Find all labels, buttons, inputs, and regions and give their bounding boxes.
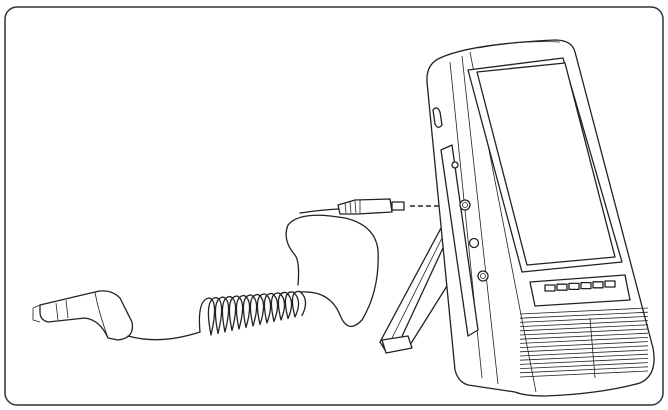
grille-line <box>519 332 649 340</box>
port-2 <box>468 237 480 249</box>
control-button <box>556 283 568 291</box>
coiled-cable <box>198 290 307 336</box>
control-button <box>592 281 604 289</box>
control-button <box>604 280 616 288</box>
device-stand <box>379 214 463 354</box>
grille-line <box>519 370 649 378</box>
grille-line <box>519 345 649 353</box>
port-3 <box>477 270 489 282</box>
dc-in-port <box>459 199 471 211</box>
control-buttons <box>544 280 616 292</box>
grille-line <box>519 358 649 365</box>
grille-line <box>519 316 649 323</box>
grille-line <box>519 341 649 348</box>
grille-line <box>519 311 649 319</box>
portable-dvd-player <box>426 39 655 397</box>
control-button <box>544 284 556 292</box>
grille-line <box>519 324 649 332</box>
control-button <box>580 281 592 290</box>
car-charger-plug <box>32 290 201 341</box>
frame-border <box>4 6 664 406</box>
dc-plug <box>299 198 405 215</box>
port-1 <box>451 161 459 169</box>
grille-line <box>519 353 649 361</box>
screen <box>476 62 616 266</box>
grille-line <box>519 366 649 374</box>
grille-line <box>519 307 649 315</box>
speaker-grille <box>519 307 649 378</box>
grille-line <box>519 362 649 369</box>
grille-line <box>519 337 649 344</box>
grille-line <box>519 320 649 327</box>
grille-line <box>519 328 649 336</box>
coil-loop <box>198 290 307 336</box>
grille-line <box>519 349 649 357</box>
control-button <box>568 282 580 291</box>
cable <box>285 214 379 327</box>
